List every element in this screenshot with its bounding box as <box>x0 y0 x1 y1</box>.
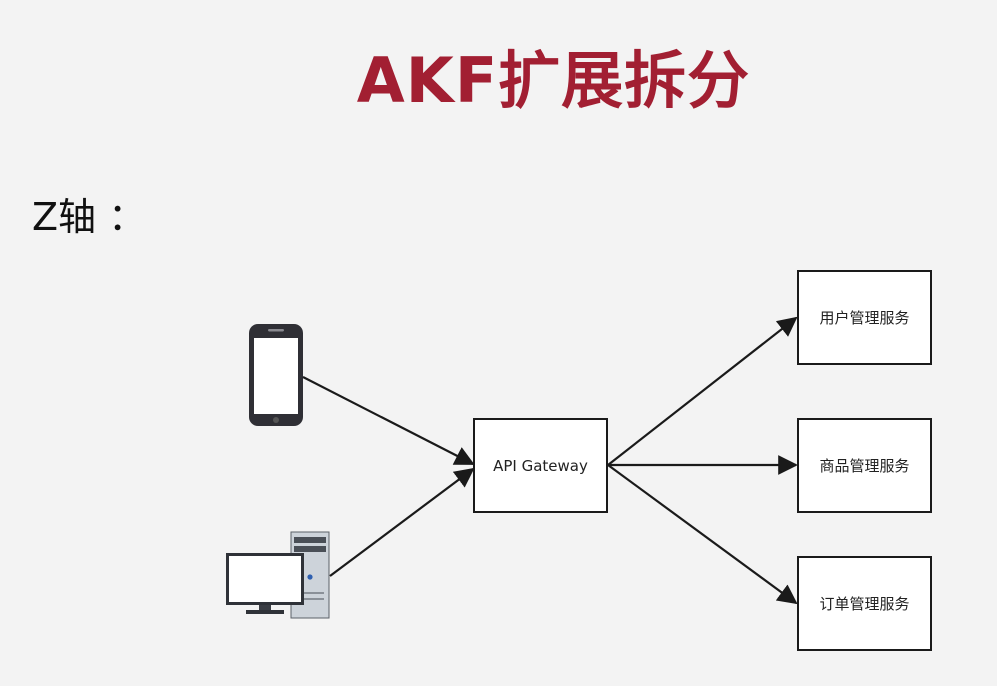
user-service-label: 用户管理服务 <box>819 309 910 327</box>
smartphone-icon <box>249 324 303 426</box>
axis-label: Z轴 ： <box>32 195 147 239</box>
page-title: AKF扩展拆分 <box>356 44 751 117</box>
order-service-node: 订单管理服务 <box>797 556 932 651</box>
edge-gateway-to-user-service <box>607 316 798 466</box>
desktop-computer-icon <box>226 531 330 619</box>
edge-desktop-to-gateway <box>329 467 475 577</box>
api-gateway-label: API Gateway <box>493 456 588 475</box>
product-service-label: 商品管理服务 <box>819 457 910 475</box>
api-gateway-node: API Gateway <box>473 418 608 513</box>
user-service-node: 用户管理服务 <box>797 270 932 365</box>
edge-phone-to-gateway <box>302 376 475 465</box>
edge-gateway-to-order-service <box>607 464 798 605</box>
product-service-node: 商品管理服务 <box>797 418 932 513</box>
order-service-label: 订单管理服务 <box>819 595 910 613</box>
